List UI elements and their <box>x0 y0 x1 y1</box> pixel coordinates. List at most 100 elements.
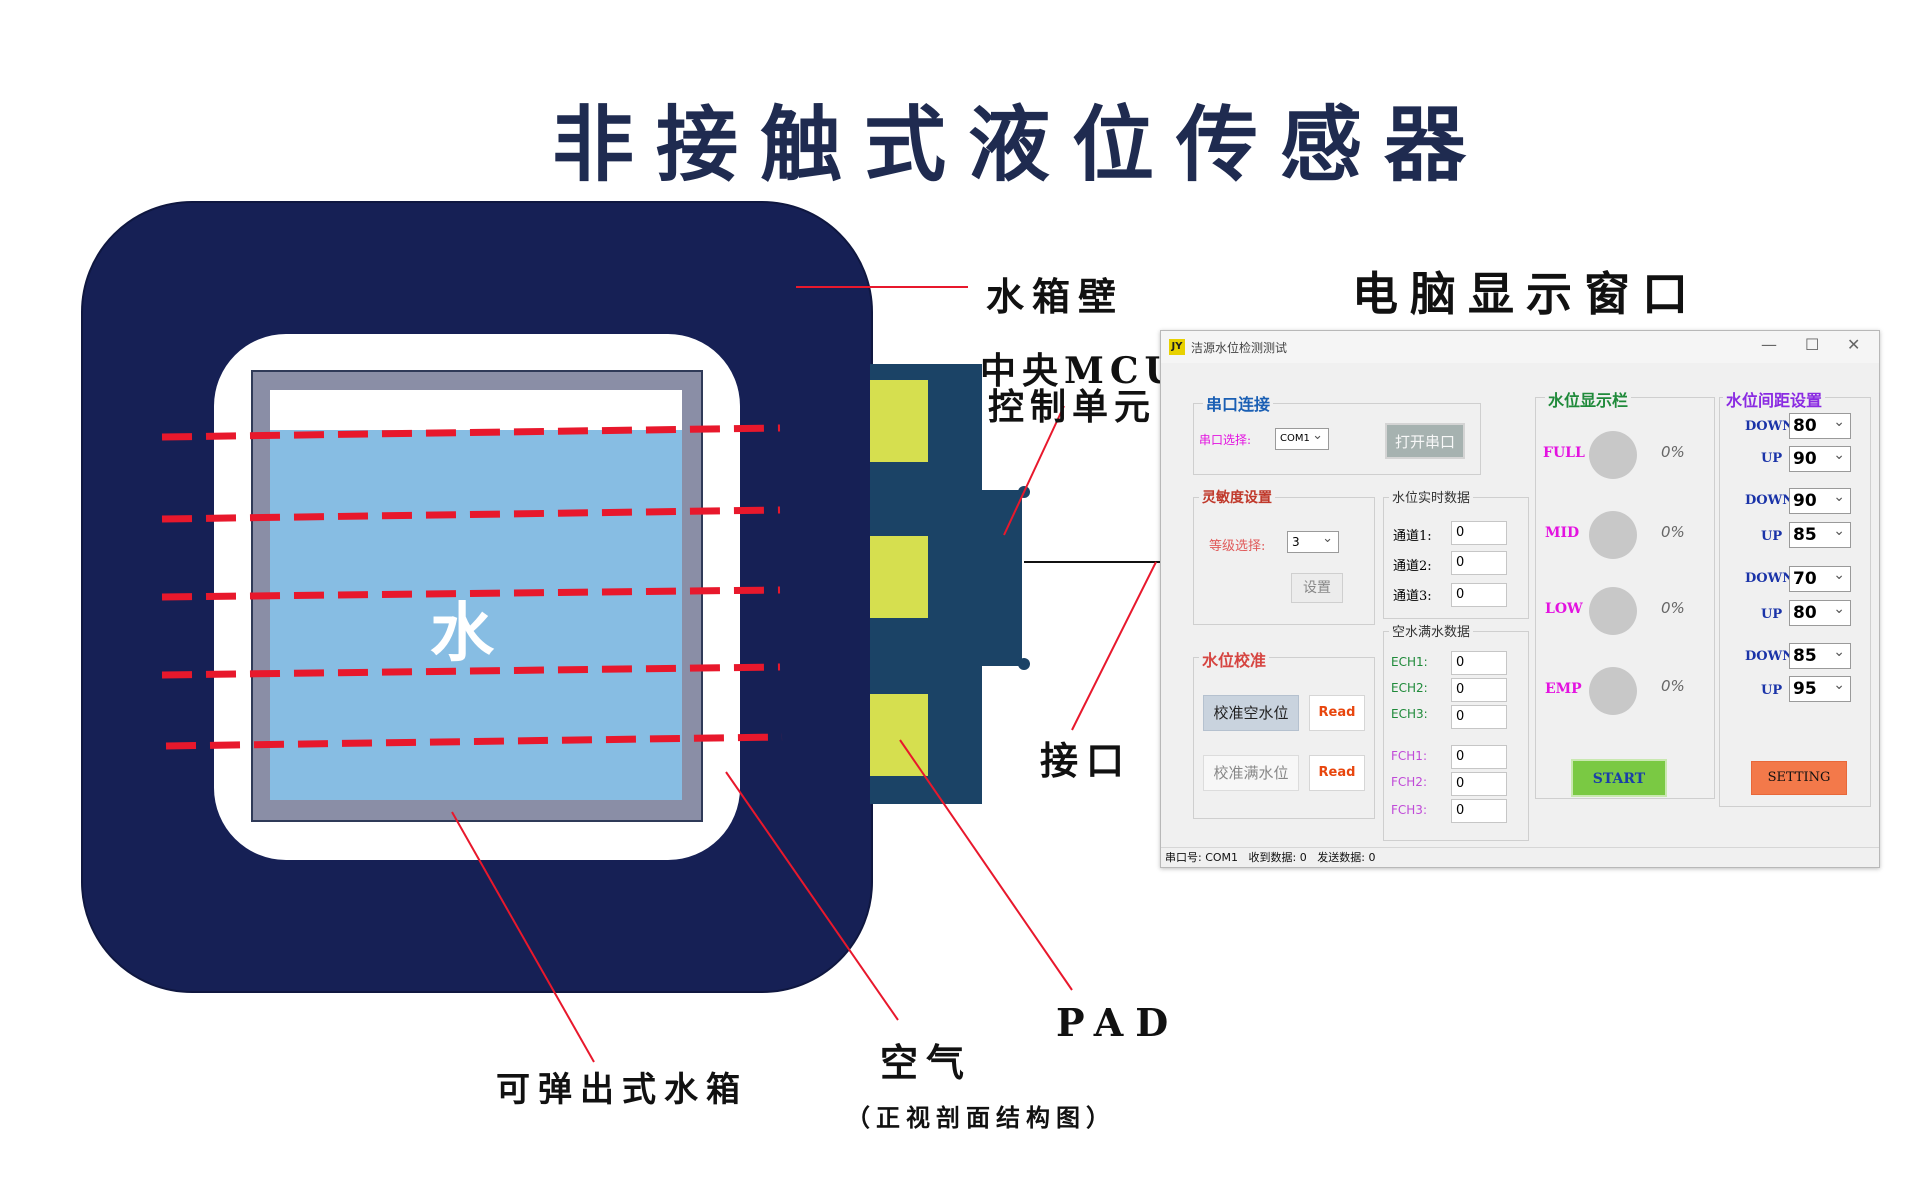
display-group-title: 水位显示栏 <box>1545 387 1632 411</box>
channel2-value[interactable]: 0 <box>1451 551 1507 575</box>
sensing-lines <box>161 424 783 750</box>
status-sent-label: 发送数据: <box>1317 851 1365 864</box>
status-received-label: 收到数据: <box>1248 851 1297 864</box>
label-pad: PAD <box>1056 1000 1181 1045</box>
calibrate-empty-button[interactable]: 校准空水位 <box>1203 695 1299 731</box>
water-label: 水 <box>430 597 495 671</box>
level-mid-label: MID <box>1545 525 1580 541</box>
pair2-down-select[interactable]: 90 <box>1789 485 1851 514</box>
serial-group-title: 串口连接 <box>1203 391 1274 415</box>
level-emp-percent: 0% <box>1661 677 1685 695</box>
label-tank: 可弹出式水箱 <box>496 1070 748 1110</box>
calibration-group-title: 水位校准 <box>1199 647 1270 671</box>
pair3-up-label: UP <box>1761 607 1783 622</box>
pair4-up-label: UP <box>1761 683 1783 698</box>
ech3-label: ECH3: <box>1391 707 1428 721</box>
calibration-group <box>1193 657 1375 819</box>
serial-group <box>1193 403 1481 475</box>
start-button[interactable]: START <box>1571 759 1667 797</box>
level-mid-percent: 0% <box>1661 523 1685 541</box>
level-low-indicator <box>1589 587 1637 635</box>
ech1-value[interactable]: 0 <box>1451 651 1507 675</box>
setting-button[interactable]: SETTING <box>1751 761 1847 795</box>
spacing-group-title: 水位间距设置 <box>1723 387 1826 411</box>
calibrate-full-button[interactable]: 校准满水位 <box>1203 755 1299 791</box>
level-full-indicator <box>1589 431 1637 479</box>
level-emp-label: EMP <box>1545 681 1582 697</box>
label-air: 空气 <box>880 1040 973 1085</box>
label-mcu-line2: 控制单元 <box>988 386 1157 428</box>
pad-1 <box>870 380 928 462</box>
pair4-down-label: DOWN <box>1745 649 1795 664</box>
status-bar: 串口号: COM1 收到数据: 0 发送数据: 0 <box>1161 847 1879 867</box>
level-low-label: LOW <box>1545 601 1583 617</box>
channel2-label: 通道2: <box>1393 559 1432 574</box>
minimize-icon[interactable]: — <box>1761 335 1777 354</box>
ech2-label: ECH2: <box>1391 681 1428 695</box>
fch2-value[interactable]: 0 <box>1451 772 1507 796</box>
sensitivity-group <box>1193 497 1375 625</box>
connector-dot-bottom <box>1018 658 1030 670</box>
label-window-title: 电脑显示窗口 <box>1352 267 1700 321</box>
fch2-label: FCH2: <box>1391 775 1427 789</box>
title-bar[interactable]: JY 洁源水位检测测试 — ☐ ✕ <box>1161 331 1879 363</box>
label-interface: 接口 <box>1040 738 1133 783</box>
ech2-value[interactable]: 0 <box>1451 678 1507 702</box>
label-mcu-line1: 中央MCU <box>980 350 1182 392</box>
ech1-label: ECH1: <box>1391 655 1428 669</box>
pair3-down-select[interactable]: 70 <box>1789 563 1851 592</box>
pair4-down-select[interactable]: 85 <box>1789 640 1851 669</box>
channel1-label: 通道1: <box>1393 529 1432 544</box>
level-select[interactable]: 3 <box>1287 529 1339 553</box>
channel1-value[interactable]: 0 <box>1451 521 1507 545</box>
fch3-label: FCH3: <box>1391 803 1427 817</box>
channel3-label: 通道3: <box>1393 589 1432 604</box>
pair1-down-select[interactable]: 80 <box>1789 410 1851 439</box>
level-full-percent: 0% <box>1661 443 1685 461</box>
level-full-label: FULL <box>1543 445 1585 461</box>
level-emp-indicator <box>1589 667 1637 715</box>
close-icon[interactable]: ✕ <box>1847 335 1861 354</box>
pair4-up-select[interactable]: 95 <box>1789 673 1851 702</box>
status-port-label: 串口号: <box>1165 851 1202 864</box>
read-empty-button[interactable]: Read <box>1309 695 1365 731</box>
tank-air-shape <box>270 390 682 430</box>
page-title: 非接触式液位传感器 <box>551 98 1488 193</box>
window-title: 洁源水位检测测试 <box>1191 341 1288 355</box>
label-tank-wall: 水箱壁 <box>986 274 1125 319</box>
empty-full-group-title: 空水满水数据 <box>1389 621 1474 640</box>
sensitivity-group-title: 灵敏度设置 <box>1199 487 1275 507</box>
pair1-up-select[interactable]: 90 <box>1789 443 1851 472</box>
leader-lines <box>451 286 1157 1063</box>
level-low-percent: 0% <box>1661 599 1685 617</box>
app-window: JY 洁源水位检测测试 — ☐ ✕ 串口连接 串口选择: COM1 打开串口 灵… <box>1160 330 1880 868</box>
maximize-icon[interactable]: ☐ <box>1805 335 1820 354</box>
open-port-button[interactable]: 打开串口 <box>1385 423 1465 459</box>
set-button[interactable]: 设置 <box>1291 573 1343 603</box>
level-label: 等级选择: <box>1209 539 1266 554</box>
status-port: COM1 <box>1205 851 1239 864</box>
status-received: 0 <box>1299 851 1307 864</box>
level-mid-indicator <box>1589 511 1637 559</box>
port-label: 串口选择: <box>1199 433 1252 447</box>
label-caption: （正视剖面结构图） <box>846 1103 1116 1132</box>
fch3-value[interactable]: 0 <box>1451 799 1507 823</box>
pair2-up-select[interactable]: 85 <box>1789 519 1851 548</box>
interface-connector <box>982 490 1022 666</box>
pair1-down-label: DOWN <box>1745 419 1795 434</box>
pad-2 <box>870 536 928 618</box>
fch1-value[interactable]: 0 <box>1451 745 1507 769</box>
fch1-label: FCH1: <box>1391 749 1427 763</box>
pair3-down-label: DOWN <box>1745 571 1795 586</box>
pair2-down-label: DOWN <box>1745 493 1795 508</box>
app-icon: JY <box>1169 339 1185 355</box>
realtime-group-title: 水位实时数据 <box>1389 487 1474 506</box>
status-sent: 0 <box>1368 851 1376 864</box>
read-full-button[interactable]: Read <box>1309 755 1365 791</box>
ech3-value[interactable]: 0 <box>1451 705 1507 729</box>
channel3-value[interactable]: 0 <box>1451 583 1507 607</box>
port-select[interactable]: COM1 <box>1275 426 1329 450</box>
pair2-up-label: UP <box>1761 529 1783 544</box>
pair3-up-select[interactable]: 80 <box>1789 597 1851 626</box>
